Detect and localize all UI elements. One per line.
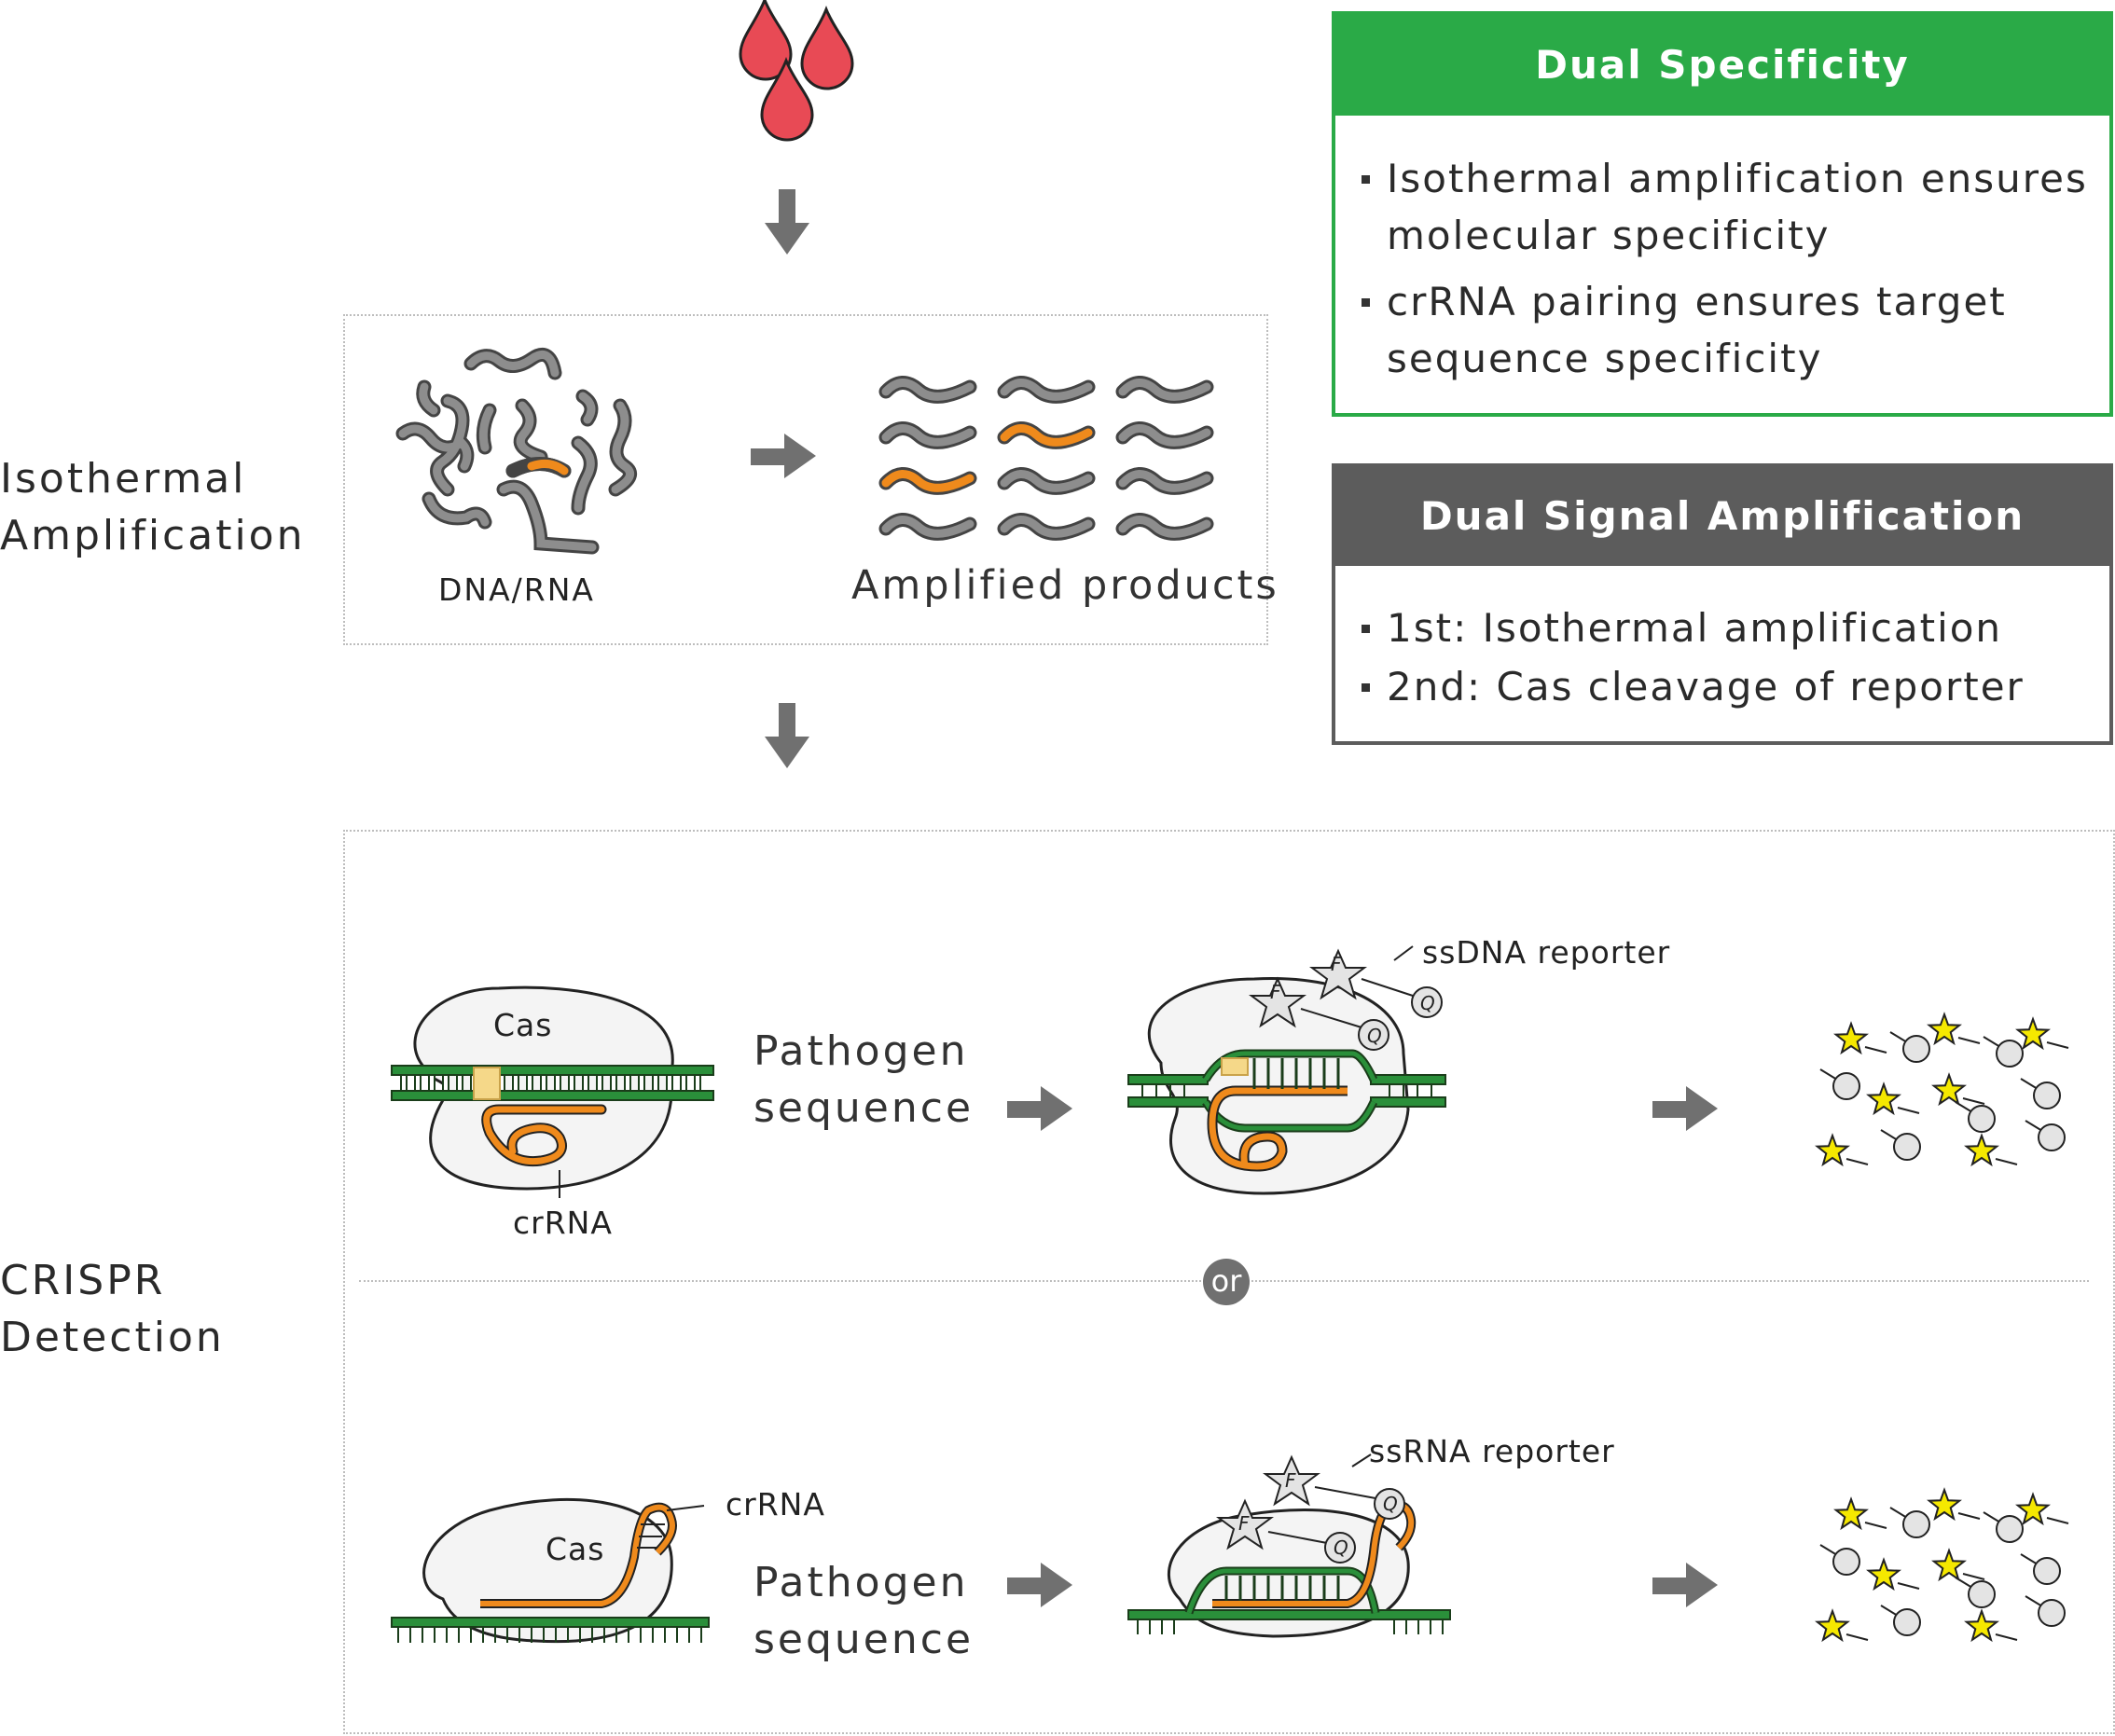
quencher-label: Q xyxy=(1334,1536,1348,1559)
isothermal-amplification-label: Isothermal Amplification xyxy=(0,455,306,559)
quencher-label: Q xyxy=(1367,1025,1382,1047)
isothermal-amplification-box xyxy=(343,314,1268,645)
dual-signal-bullet: 1st: Isothermal amplification xyxy=(1335,599,2109,656)
crrna-label: crRNA xyxy=(513,1205,613,1241)
right-arrow-icon xyxy=(751,434,816,478)
pathogen-sequence-label: Pathogen sequence xyxy=(753,1559,975,1663)
dual-signal-amplification-title: Dual Signal Amplification xyxy=(1335,467,2109,566)
dna-rna-strands-icon xyxy=(395,348,637,555)
fluorophore-label: F xyxy=(1270,981,1281,1003)
dual-specificity-bullet: Isothermal amplification ensures molecul… xyxy=(1335,150,2109,264)
ssdna-reporter-label: ssDNA reporter xyxy=(1422,934,1671,971)
quencher-label: Q xyxy=(1420,992,1435,1014)
activated-cas-rna-complex-icon xyxy=(1127,1454,1451,1638)
dual-specificity-title: Dual Specificity xyxy=(1335,15,2109,116)
down-arrow-icon xyxy=(765,189,809,255)
ssrna-reporter-label: ssRNA reporter xyxy=(1369,1433,1615,1469)
dna-rna-label: DNA/RNA xyxy=(438,572,595,608)
crispr-detection-box xyxy=(343,830,2115,1734)
right-arrow-icon xyxy=(1652,1563,1718,1607)
down-arrow-icon xyxy=(765,703,809,768)
cas-label: Cas xyxy=(546,1531,605,1567)
dual-specificity-bullet: crRNA pairing ensures target sequence sp… xyxy=(1335,273,2109,387)
fluorophore-label: F xyxy=(1285,1469,1296,1492)
right-arrow-icon xyxy=(1007,1086,1072,1131)
fluorophore-label: F xyxy=(1331,953,1342,975)
cas-label: Cas xyxy=(493,1007,553,1043)
blood-drops-icon xyxy=(739,0,854,142)
amplified-products-icon xyxy=(878,376,1214,541)
cleaved-reporters-icon xyxy=(1815,1012,2069,1167)
fluorophore-label: F xyxy=(1238,1512,1250,1535)
or-badge: or xyxy=(1203,1259,1250,1305)
right-arrow-icon xyxy=(1007,1563,1072,1607)
amplified-products-label: Amplified products xyxy=(851,562,1279,609)
dual-signal-amplification-panel: Dual Signal Amplification 1st: Isotherma… xyxy=(1332,463,2113,745)
quencher-label: Q xyxy=(1383,1493,1398,1515)
right-arrow-icon xyxy=(1652,1086,1718,1131)
cleaved-reporters-icon xyxy=(1815,1487,2069,1643)
crrna-label: crRNA xyxy=(726,1486,825,1522)
cas-rna-complex-icon xyxy=(391,1497,710,1644)
pathogen-sequence-label: Pathogen sequence xyxy=(753,1027,975,1132)
dual-specificity-panel: Dual Specificity Isothermal amplificatio… xyxy=(1332,11,2113,417)
cas-dna-complex-icon xyxy=(391,985,714,1198)
activated-cas-complex-icon xyxy=(1127,945,1446,1195)
crispr-detection-label: CRISPR Detection xyxy=(0,1257,225,1361)
dual-signal-bullet: 2nd: Cas cleavage of reporter xyxy=(1335,658,2109,715)
